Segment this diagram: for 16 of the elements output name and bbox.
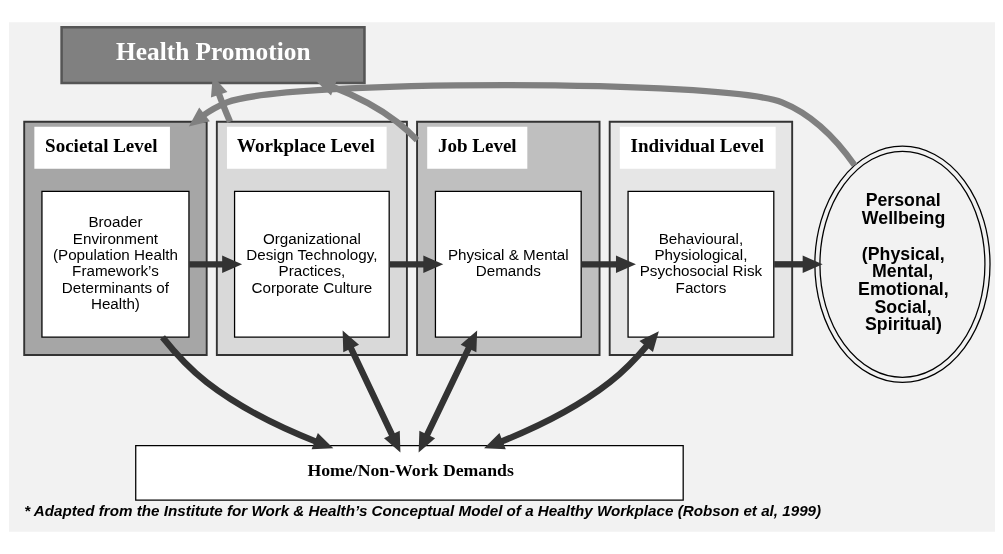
node-box: Health Promotion <box>59 25 366 85</box>
node-box: Organizational Design Technology, Practices, Corporate Culture <box>233 190 390 338</box>
caption: * Adapted from the Institute for Work & Health’s Conceptual Model of a Healthy Workplace (Robson et al, 1999) <box>23 502 821 520</box>
arrow <box>314 79 419 143</box>
arrow <box>580 255 636 274</box>
arrow <box>342 330 400 453</box>
node-box: Physical & Mental Demands <box>434 190 582 338</box>
node-box: Home/Non-Work Demands <box>134 445 684 501</box>
arrow <box>418 330 477 453</box>
node-box: Behavioural, Physiological, Psychosocial Risk Factors <box>626 190 774 338</box>
arrow <box>773 255 823 274</box>
arrow <box>188 255 242 274</box>
arrow <box>483 331 659 450</box>
arrow <box>388 255 443 274</box>
node-box: Broader Environment (Population Health Framework’s Determinants of Health) <box>40 190 190 338</box>
node-ellipse: Personal Wellbeing (Physical, Mental, Emotional, Social, Spiritual) <box>813 145 991 384</box>
